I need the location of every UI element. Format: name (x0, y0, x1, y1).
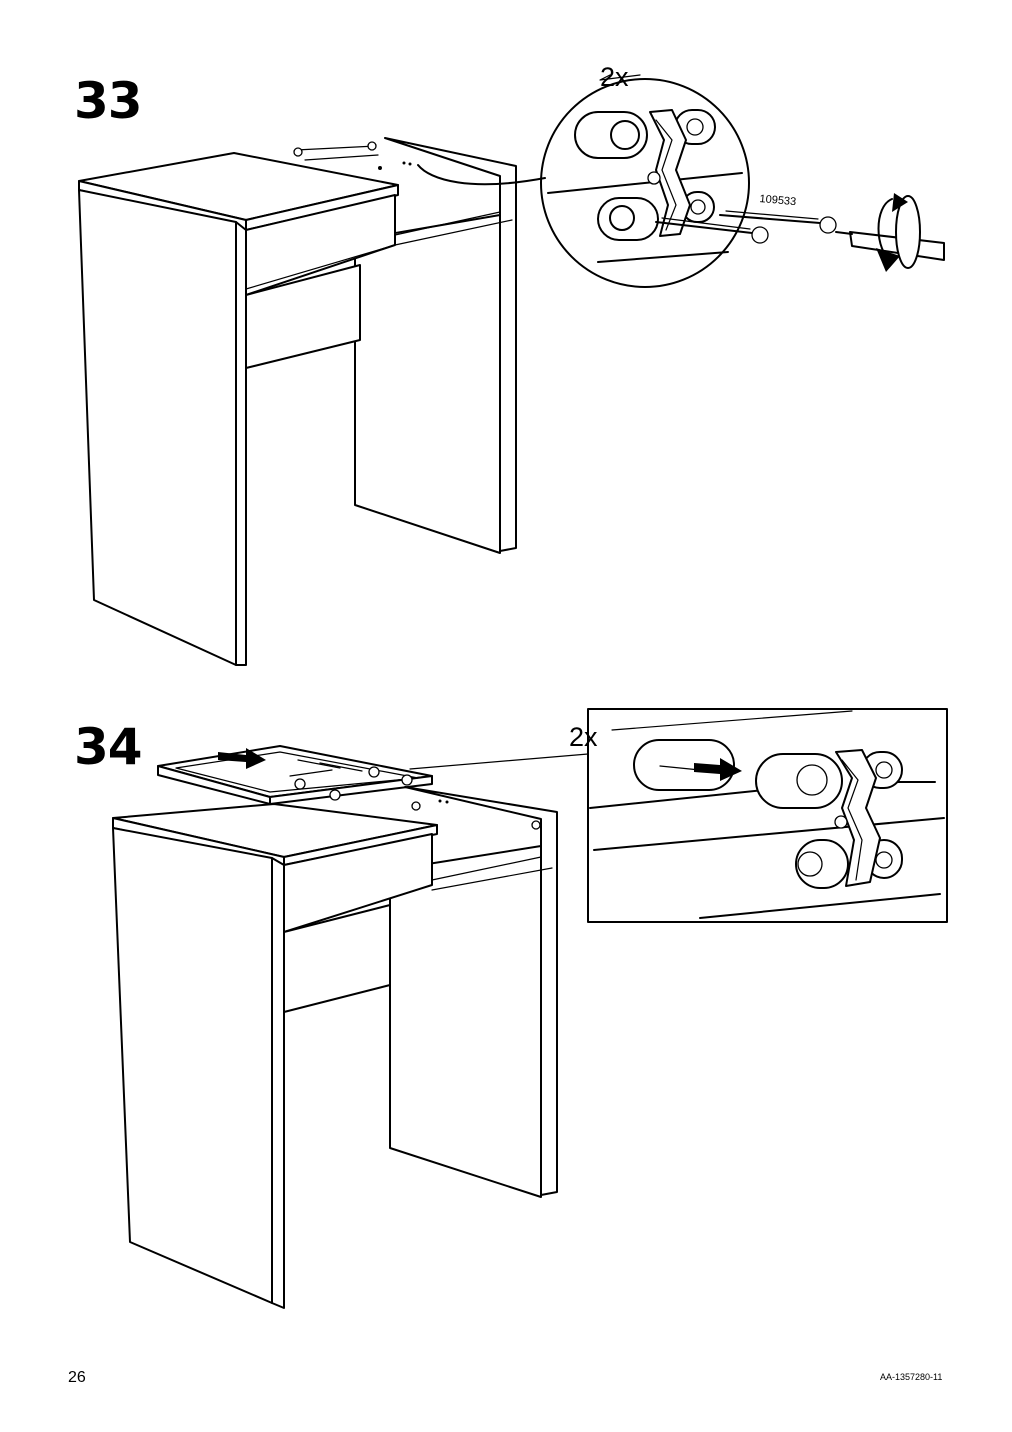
step-34-quantity: 2x (569, 722, 598, 752)
step-34-zoom-callout (587, 708, 948, 923)
page-number: 26 (68, 1369, 86, 1386)
step-33-zoom-callout (540, 74, 837, 288)
arrow-right-icon (694, 758, 742, 781)
screwdriver-icon (835, 195, 945, 269)
rotate-clockwise-icon (876, 193, 908, 272)
step-34-number: 34 (74, 718, 143, 776)
document-code: AA-1357280-11 (880, 1372, 943, 1382)
arrow-right-icon (218, 748, 266, 769)
step-33-number: 33 (74, 72, 143, 130)
